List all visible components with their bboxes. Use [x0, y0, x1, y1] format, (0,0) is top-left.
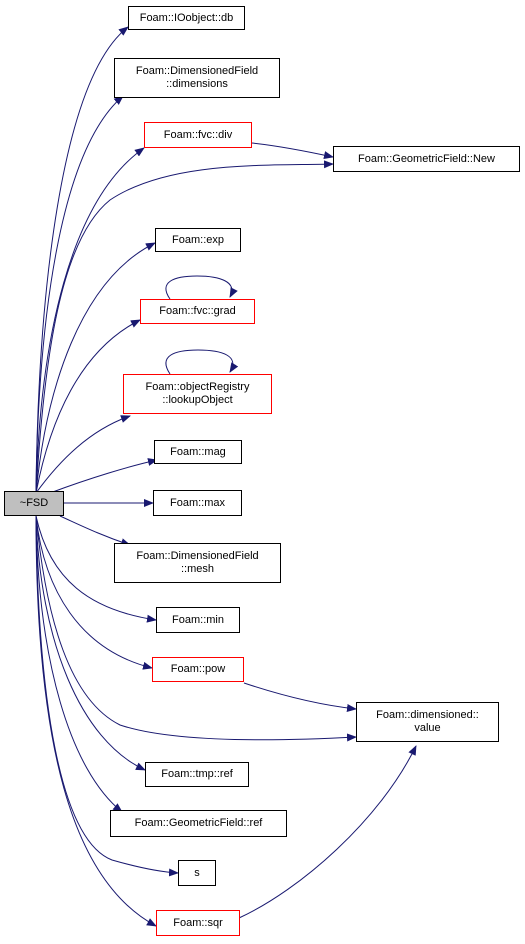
node-objectregistry-lookupobject-line2: ::lookupObject: [162, 394, 233, 406]
node-dimensioned-value-line2: value: [414, 722, 441, 734]
node-dimensionedfield-dimensions[interactable]: Foam::DimensionedField ::dimensions: [114, 58, 280, 98]
node-sqr-label: Foam::sqr: [173, 916, 223, 929]
edge-fsd-pow: [35, 515, 153, 670]
node-ioobject-db-label: Foam::IOobject::db: [139, 11, 234, 24]
node-max-label: Foam::max: [169, 496, 225, 509]
edge-fsd-tmp-ref: [35, 515, 146, 771]
edge-pow-dimensioned-value: [243, 682, 357, 712]
edge-fsd-dimensionedfield-dimensions: [35, 95, 124, 494]
edge-fsd-fvc-grad: [35, 319, 141, 494]
node-pow[interactable]: Foam::pow: [152, 657, 244, 682]
edge-fsd-s: [35, 515, 179, 877]
edge-fsd-exp: [35, 242, 156, 494]
node-geometricfield-new-label: Foam::GeometricField::New: [358, 152, 495, 165]
node-max[interactable]: Foam::max: [153, 490, 242, 516]
node-dimensionedfield-mesh-line2: ::mesh: [180, 563, 214, 575]
node-dimensionedfield-dimensions-line2: ::dimensions: [166, 78, 228, 90]
edge-fsd-min: [35, 515, 157, 623]
node-geometricfield-new[interactable]: Foam::GeometricField::New: [333, 146, 520, 172]
edge-fvc-grad-self: [165, 275, 238, 300]
node-exp[interactable]: Foam::exp: [155, 228, 241, 252]
node-fvc-div-label: Foam::fvc::div: [163, 128, 233, 141]
node-dimensioned-value-line1: Foam::dimensioned::: [376, 709, 479, 721]
edge-fsd-dimensionedfield-mesh: [59, 515, 131, 546]
edge-fsd-mag: [49, 458, 158, 494]
node-objectregistry-lookupobject[interactable]: Foam::objectRegistry ::lookupObject: [123, 374, 272, 414]
node-s[interactable]: s: [178, 860, 216, 886]
node-dimensionedfield-mesh[interactable]: Foam::DimensionedField ::mesh: [114, 543, 281, 583]
node-min-label: Foam::min: [172, 613, 224, 626]
node-dimensioned-value[interactable]: Foam::dimensioned:: value: [356, 702, 499, 742]
node-dimensionedfield-dimensions-line1: Foam::DimensionedField: [135, 65, 259, 77]
node-mag[interactable]: Foam::mag: [154, 440, 242, 464]
node-geometricfield-ref-label: Foam::GeometricField::ref: [134, 817, 263, 829]
node-sqr[interactable]: Foam::sqr: [156, 910, 240, 936]
node-exp-label: Foam::exp: [172, 233, 224, 246]
edge-fsd-sqr: [35, 515, 157, 927]
edge-fsd-objectregistry: [35, 415, 131, 494]
node-fsd-label: ~FSD: [19, 497, 49, 509]
edge-fsd-geometricfield-ref: [35, 515, 123, 813]
node-s-label: s: [194, 866, 200, 879]
node-ioobject-db[interactable]: Foam::IOobject::db: [128, 6, 245, 30]
edge-objectregistry-self: [165, 349, 239, 375]
node-geometricfield-ref[interactable]: Foam::GeometricField::ref: [110, 810, 287, 837]
node-objectregistry-lookupobject-line1: Foam::objectRegistry: [145, 381, 250, 393]
node-fsd[interactable]: ~FSD: [4, 491, 64, 516]
node-fvc-grad-label: Foam::fvc::grad: [159, 305, 236, 317]
edge-fsd-geometricfield-new: [35, 160, 334, 494]
node-mag-label: Foam::mag: [170, 445, 226, 458]
node-fvc-div[interactable]: Foam::fvc::div: [144, 122, 252, 148]
node-tmp-ref[interactable]: Foam::tmp::ref: [145, 762, 249, 787]
node-dimensionedfield-mesh-line1: Foam::DimensionedField: [136, 550, 259, 562]
node-tmp-ref-label: Foam::tmp::ref: [161, 768, 233, 780]
node-min[interactable]: Foam::min: [156, 607, 240, 633]
edge-fsd-fvc-div: [35, 147, 145, 494]
node-pow-label: Foam::pow: [170, 663, 226, 675]
node-fvc-grad[interactable]: Foam::fvc::grad: [140, 299, 255, 324]
edge-fvc-div-geometricfield-new: [251, 142, 334, 159]
edge-fsd-dimensioned-value: [35, 515, 357, 742]
edge-sqr-dimensioned-value: [238, 745, 417, 919]
